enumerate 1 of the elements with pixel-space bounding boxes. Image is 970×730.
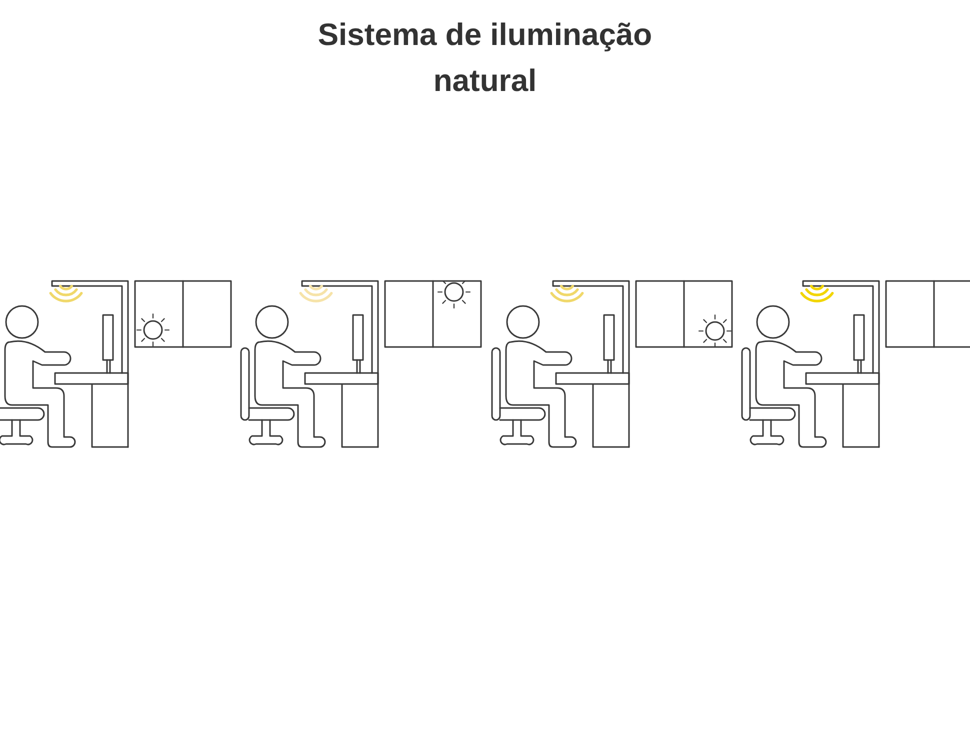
diagram-title: Sistema de iluminação natural bbox=[316, 16, 654, 100]
